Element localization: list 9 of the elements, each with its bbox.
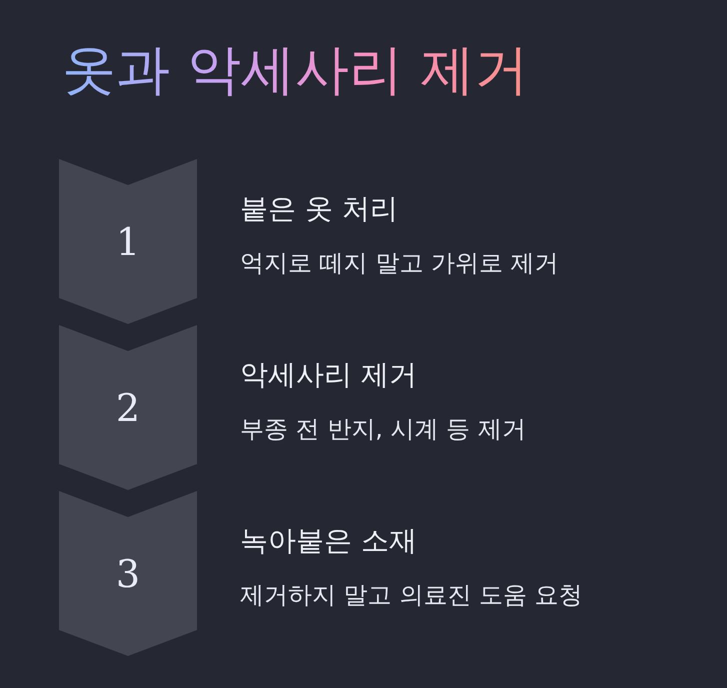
step-number: 2 (114, 385, 142, 432)
step-description: 부종 전 반지, 시계 등 제거 (240, 414, 526, 445)
step-number: 1 (114, 219, 142, 266)
step-heading: 녹아붙은 소재 (240, 523, 417, 559)
step-description: 억지로 떼지 말고 가위로 제거 (240, 248, 559, 279)
step-description: 제거하지 말고 의료진 도움 요청 (240, 580, 583, 611)
step-number: 3 (114, 551, 142, 598)
step-heading: 붙은 옷 처리 (240, 191, 398, 227)
step-heading: 악세사리 제거 (240, 357, 417, 393)
